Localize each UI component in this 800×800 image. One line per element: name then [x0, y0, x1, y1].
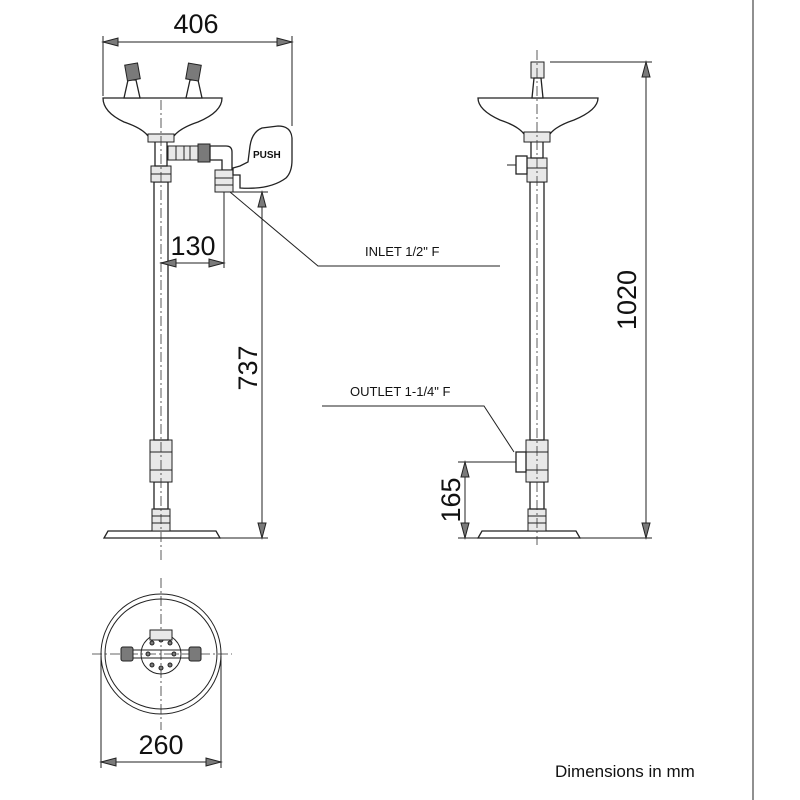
plan-spray-head-left: [120, 646, 134, 662]
outlet-leader-line: [322, 405, 515, 453]
plan-bowl-outer: [100, 593, 222, 715]
front-valve-elbow: [209, 145, 233, 171]
front-bowl: [102, 97, 223, 137]
dim-1020-text: 1020: [612, 270, 642, 330]
dim-737-text: 737: [233, 345, 263, 390]
side-base-plate: [476, 530, 582, 539]
side-outlet-stub: [515, 451, 527, 473]
inlet-label: INLET 1/2" F: [365, 244, 440, 259]
front-push-paddle: [232, 125, 293, 189]
outlet-label: OUTLET 1-1/4" F: [350, 384, 451, 399]
dim-406-text: 406: [173, 9, 218, 39]
side-bowl: [477, 97, 599, 135]
push-label: PUSH: [253, 150, 281, 161]
plan-valve-block: [149, 629, 173, 641]
front-valve-body: [167, 145, 199, 161]
side-spray-head: [530, 61, 545, 79]
plan-bowl-rim: [104, 598, 218, 710]
side-view: 1020 165 OUTLET 1-1/4" F: [322, 50, 652, 545]
front-base-plate: [102, 530, 222, 539]
dim-165-text: 165: [436, 477, 466, 522]
side-valve-stub: [515, 155, 528, 175]
plan-spray-head-right: [188, 646, 202, 662]
front-valve-union: [197, 143, 211, 163]
front-spray-head-left: [123, 79, 141, 99]
units-note: Dimensions in mm: [555, 762, 695, 781]
dim-260-text: 260: [138, 730, 183, 760]
plan-view: 260: [92, 578, 232, 768]
front-spray-head-right: [185, 79, 203, 99]
front-inlet-fitting: [214, 169, 234, 193]
inlet-leader-line: [229, 191, 500, 267]
front-view: PUSH 406 130 737 INLET 1/2" F: [101, 9, 500, 560]
dim-130-text: 130: [170, 231, 215, 261]
